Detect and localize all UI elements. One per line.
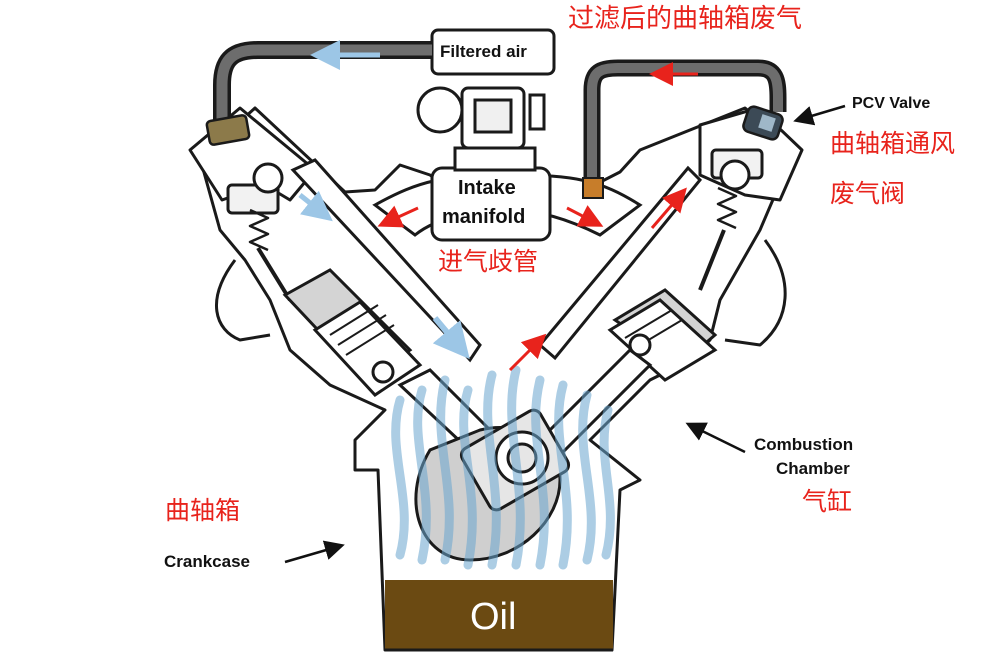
intake-manifold-label-2: manifold [442,206,526,228]
oil-pool [385,580,613,650]
right-runner-arrow [650,187,687,229]
blowby-fumes [391,365,615,570]
right-cylinder-head [698,106,804,291]
brass-fitting [582,177,604,199]
pcv-valve-label: PCV Valve [852,95,931,112]
left-piston [312,300,423,397]
oil-label: Oil [470,596,517,638]
manifold-left-arrow [377,205,419,228]
filtered-air-label: Filtered air [440,42,527,61]
right-intake-runner [537,165,703,361]
crankcase-callout-arrow [284,540,345,564]
left-intake-runner [290,158,482,363]
left-runner-flow-arrow-2 [432,316,470,360]
manifold-right-arrow [566,205,604,227]
pcv-valve-zh-label-1: 曲轴箱通风 [830,129,956,158]
crankcase-zh-label: 曲轴箱 [165,496,241,525]
left-runner-flow-arrow-1 [298,190,333,222]
pcv-callout-arrow [793,104,846,126]
combustion-callout-arrow [685,422,746,454]
air-filter-housing [416,28,556,172]
combustion-chamber-label-1: Combustion [754,435,854,454]
crankcase-label: Crankcase [164,552,251,571]
pcv-valve [742,105,784,141]
combustion-chamber-label-2: Chamber [776,459,850,478]
crankcase-up-arrow [508,333,547,372]
intake-manifold-label-1: Intake [458,177,516,199]
filter-hose-fitting [205,114,251,146]
pcv-valve-zh-label-2: 废气阀 [830,179,906,208]
intake-manifold-zh-label: 进气歧管 [438,247,539,276]
combustion-chamber-zh-label: 气缸 [802,487,853,516]
filtered-air-zh-label: 过滤后的曲轴箱废气 [568,4,803,34]
